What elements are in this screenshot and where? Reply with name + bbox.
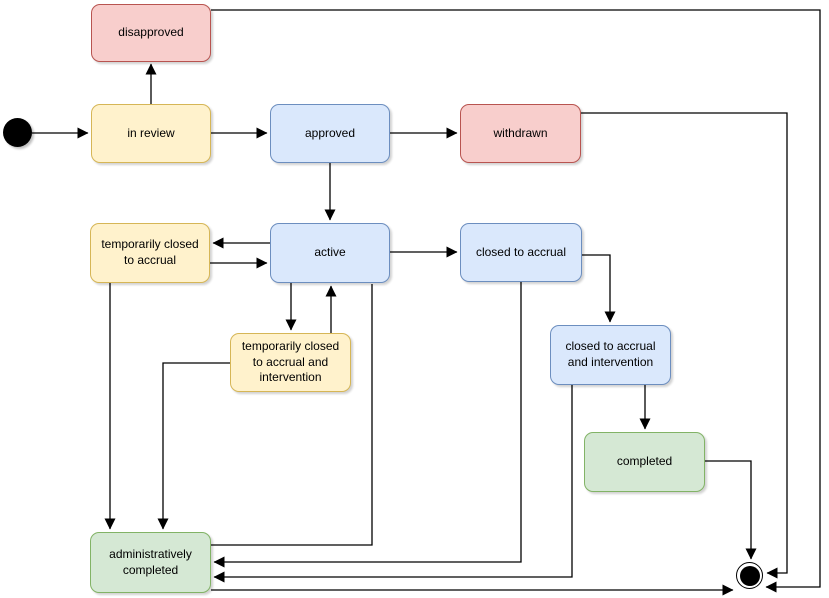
edge-temporarily-closed-to-accrual-and-intervention-to-administratively-completed (157, 362, 230, 530)
final-state (736, 562, 763, 589)
final-state-inner-dot (739, 565, 760, 586)
state-temporarily-closed-to-accrual: temporarily closed to accrual (90, 223, 210, 283)
edge-closed-to-accrual-to-administratively-completed (213, 282, 522, 568)
state-closed-to-accrual-and-intervention: closed to accrual and intervention (550, 325, 671, 385)
state-label: completed (616, 454, 673, 469)
state-label: active (314, 245, 346, 260)
state-in-review: in review (91, 104, 211, 163)
state-temporarily-closed-to-accrual-and-intervention: temporarily closed to accrual and interv… (230, 333, 351, 392)
state-closed-to-accrual: closed to accrual (460, 223, 582, 282)
state-label: closed to accrual and intervention (565, 339, 656, 369)
state-disapproved: disapproved (91, 4, 211, 62)
state-label: administratively completed (109, 546, 192, 577)
state-completed: completed (584, 432, 705, 492)
edge-withdrawn-to-end (581, 112, 788, 579)
state-approved: approved (270, 104, 390, 163)
edge-completed-to-end (705, 460, 757, 560)
edge-closed-to-accrual-and-intervention-to-administratively-completed (213, 385, 573, 583)
state-label: temporarily closed to accrual and interv… (241, 339, 340, 385)
state-withdrawn: withdrawn (460, 104, 581, 163)
initial-state (3, 118, 32, 147)
state-label: approved (304, 125, 356, 140)
edge-active-administratively-completed (211, 284, 373, 546)
state-label: temporarily closed to accrual (101, 237, 199, 267)
state-administratively-completed: administratively completed (90, 532, 211, 593)
state-label: in review (127, 125, 175, 140)
state-label: withdrawn (493, 125, 548, 140)
state-label: closed to accrual (475, 244, 567, 259)
state-active: active (270, 223, 390, 283)
state-label: disapproved (118, 25, 184, 40)
edge-disapproved-to-end (211, 9, 821, 593)
edge-closed-to-accrual-to-closed-to-accrual-and-intervention (582, 254, 616, 323)
